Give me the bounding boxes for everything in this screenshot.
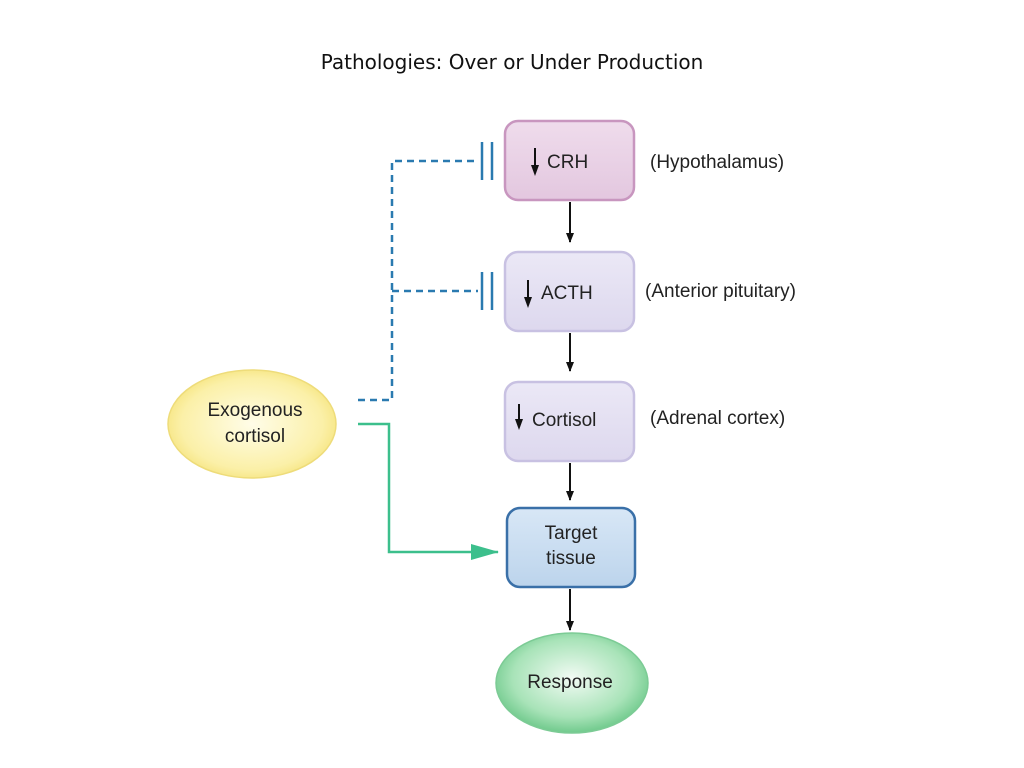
inhibition-paths [358, 142, 494, 402]
inhibition-bar-acth [480, 272, 494, 310]
acth-label: ACTH [541, 283, 593, 304]
response-label: Response [527, 672, 613, 693]
decrease-arrow-icon [531, 148, 539, 176]
cortisol-location-label: (Adrenal cortex) [650, 408, 785, 429]
decrease-arrow-icon [515, 404, 523, 430]
acth-location-label: (Anterior pituitary) [645, 281, 796, 302]
exogenous-label-line1: Exogenous [207, 400, 302, 421]
target-tissue-label-line1: Target [545, 523, 599, 544]
acth-node: ACTH [503, 250, 636, 333]
decrease-arrow-icon [524, 280, 532, 308]
target-tissue-label-line2: tissue [546, 548, 596, 569]
target-tissue-node: Target tissue [505, 506, 637, 589]
cortisol-node: Cortisol [503, 380, 636, 463]
inhibition-bar-crh [480, 142, 494, 180]
response-node: Response [495, 632, 649, 734]
slide-title: Pathologies: Over or Under Production [320, 50, 704, 74]
exogenous-cortisol-node: Exogenous cortisol [167, 369, 337, 479]
exogenous-label-line2: cortisol [225, 426, 285, 447]
crh-location-label: (Hypothalamus) [650, 152, 784, 173]
crh-node: CRH [503, 119, 636, 202]
exogenous-to-target-arrow [358, 422, 499, 560]
crh-label: CRH [547, 152, 588, 173]
cortisol-label: Cortisol [532, 410, 596, 431]
